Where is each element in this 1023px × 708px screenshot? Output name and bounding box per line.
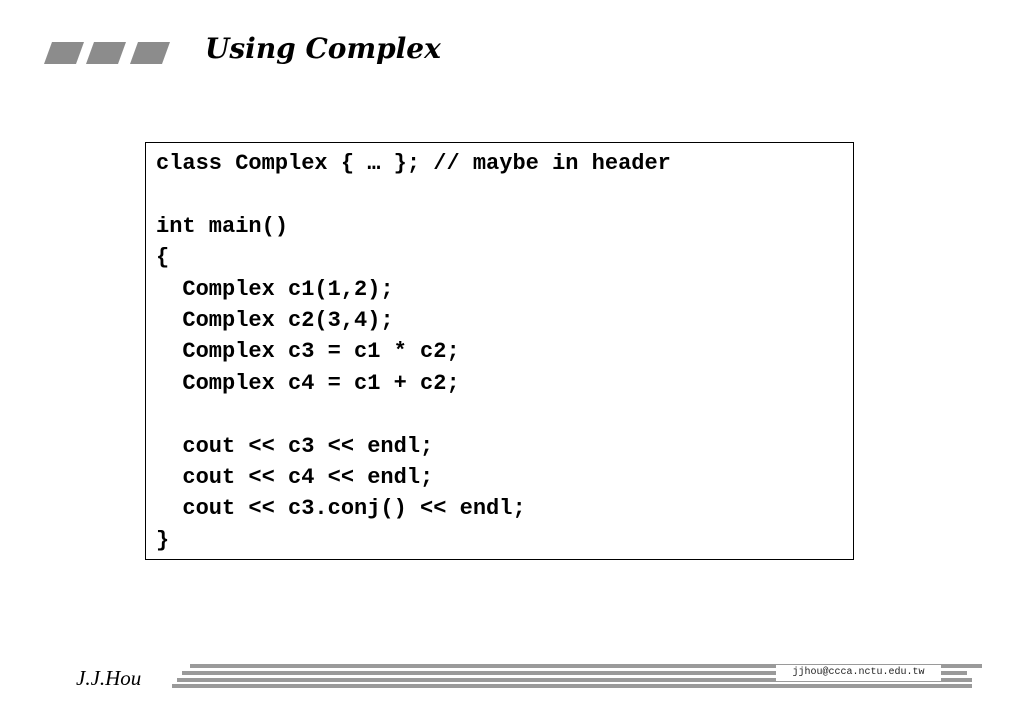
logo-bar-3: [130, 42, 170, 64]
footer-rule-4: [172, 684, 972, 688]
code-line: Complex c2(3,4);: [156, 307, 394, 333]
footer-rule-1: [190, 664, 982, 668]
code-line: class Complex { … }; // maybe in header: [156, 151, 671, 176]
code-line: Complex c1(1,2);: [156, 276, 394, 302]
footer-author: J.J.Hou: [76, 666, 142, 690]
footer-rule-3: [177, 678, 972, 682]
footer-rules: [172, 664, 982, 688]
code-line: [156, 179, 853, 210]
code-block: class Complex { … }; // maybe in header …: [145, 142, 854, 560]
code-line: cout << c3 << endl;: [156, 433, 434, 459]
code-line: }: [156, 527, 170, 553]
footer-rule-2: [182, 671, 967, 675]
code-line: cout << c4 << endl;: [156, 464, 434, 490]
code-line: Complex c4 = c1 + c2;: [156, 370, 460, 396]
logo-bar-2: [86, 42, 126, 64]
footer-email: jjhou@ccca.nctu.edu.tw: [776, 665, 941, 681]
code-line: {: [156, 245, 170, 271]
code-line: Complex c3 = c1 * c2;: [156, 339, 460, 365]
code-line: int main(): [156, 213, 289, 239]
slide-title: Using Complex: [205, 32, 441, 65]
code-line: cout << c3.conj() << endl;: [156, 496, 526, 522]
code-line: [156, 399, 853, 430]
logo-bar-1: [44, 42, 84, 64]
slide-logo-bars: [44, 42, 170, 64]
